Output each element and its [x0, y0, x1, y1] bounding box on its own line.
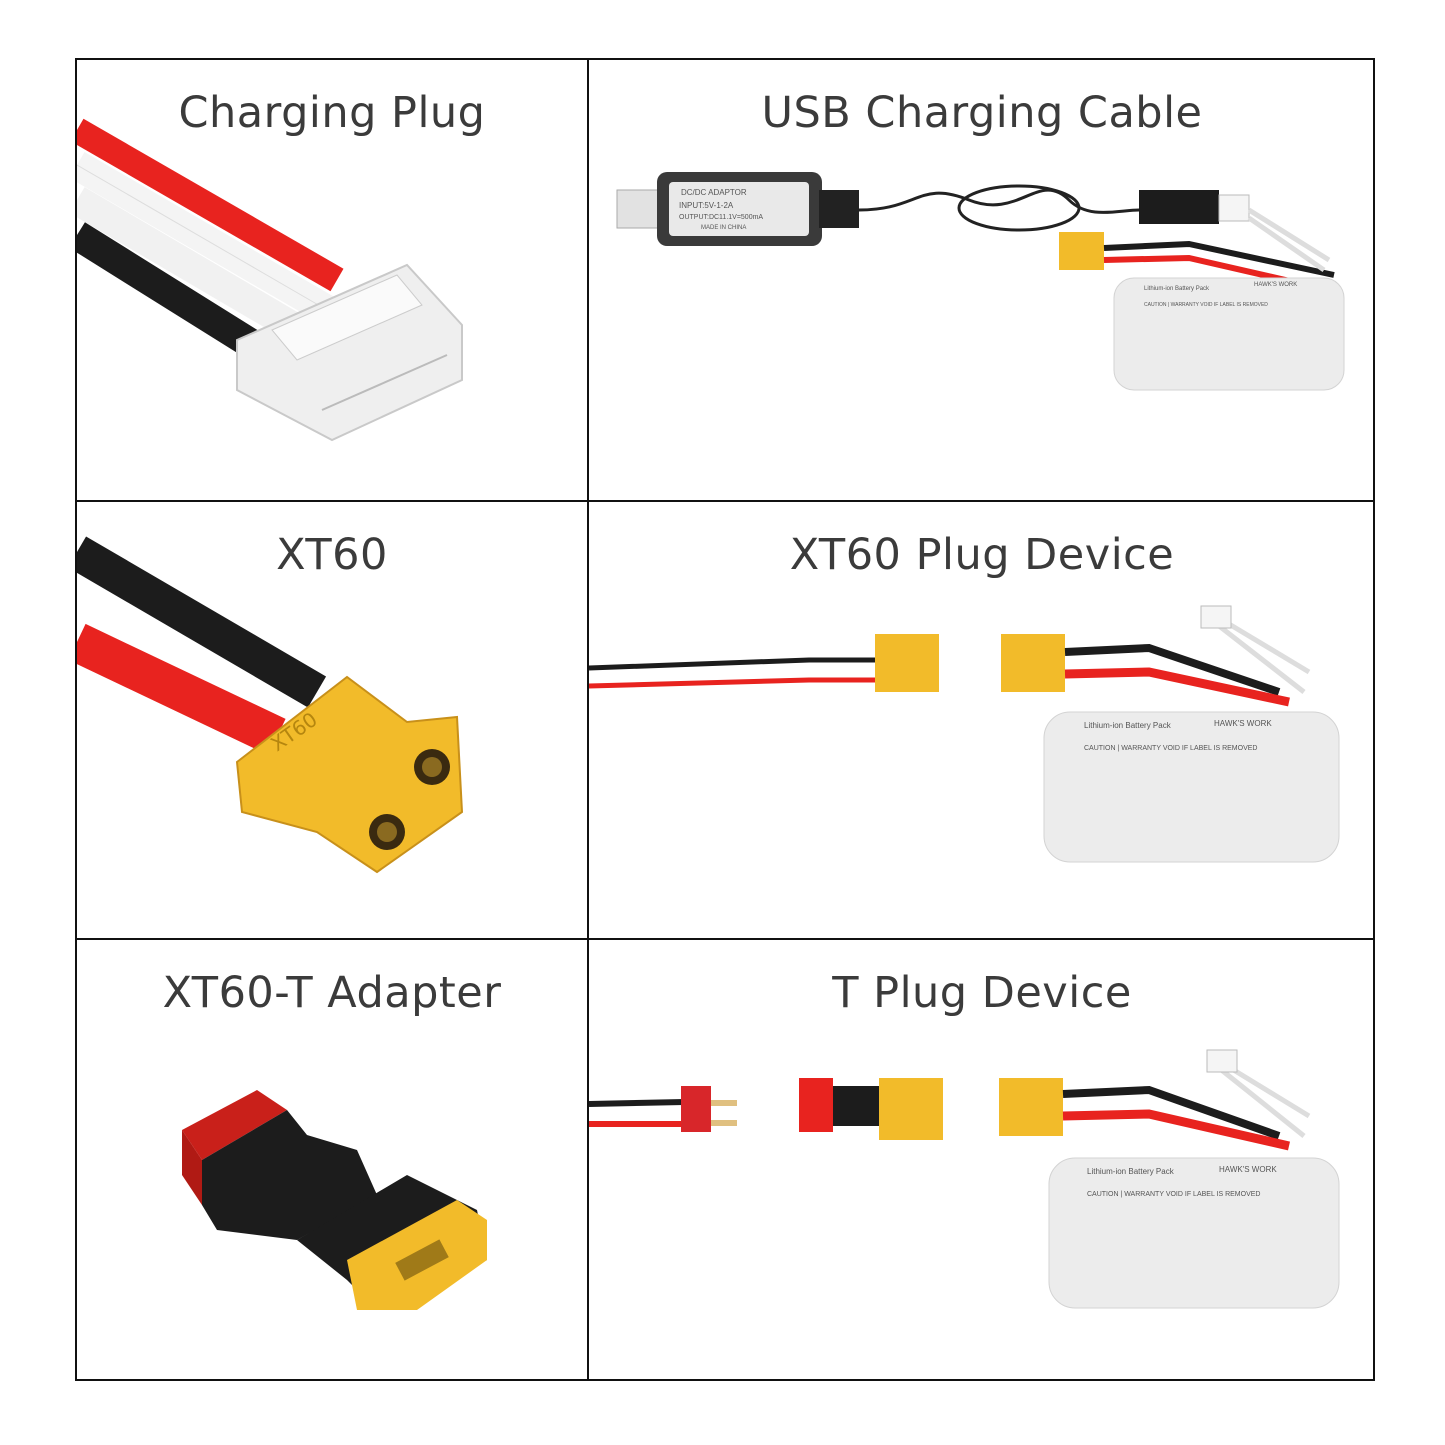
cell-title: USB Charging Cable: [761, 88, 1203, 138]
usb-cable-image: DC/DC ADAPTOR INPUT:5V-1-2A OUTPUT:DC11.…: [616, 172, 1345, 391]
battery-label-title: Lithium-ion Battery Pack: [1144, 286, 1210, 292]
battery-label-caution: CAUTION | WARRANTY VOID IF LABEL IS REMO…: [1084, 745, 1257, 752]
battery-label-brand: HAWK'S WORK: [1214, 719, 1272, 728]
cell-title: T Plug Device: [832, 968, 1132, 1018]
cell-title: Charging Plug: [178, 88, 486, 138]
cell-title: XT60: [276, 530, 388, 580]
xt60-plug-device-image: Lithium-ion Battery Pack HAWK'S WORK CAU…: [589, 605, 1340, 863]
cell-usb-charging-cable: DC/DC ADAPTOR INPUT:5V-1-2A OUTPUT:DC11.…: [589, 60, 1375, 500]
adaptor-brand-text: DC/DC ADAPTOR: [681, 188, 747, 197]
column-divider: [587, 60, 589, 1379]
cell-t-plug-device: Lithium-ion Battery Pack HAWK'S WORK CAU…: [589, 940, 1375, 1381]
charging-plug-image: [77, 118, 463, 442]
adaptor-output-text: OUTPUT:DC11.1V=500mA: [679, 214, 763, 221]
adaptor-origin-text: MADE IN CHINA: [701, 225, 746, 231]
battery-label-title: Lithium-ion Battery Pack: [1084, 721, 1172, 730]
product-grid: Charging Plug DC/DC ADAPTOR INPUT:5V-1-2…: [75, 58, 1375, 1381]
row-divider: [77, 500, 1373, 502]
battery-label-caution: CAUTION | WARRANTY VOID IF LABEL IS REMO…: [1087, 1191, 1260, 1198]
cell-xt60-plug-device: Lithium-ion Battery Pack HAWK'S WORK CAU…: [589, 502, 1375, 938]
row-divider: [77, 938, 1373, 940]
t-plug-device-image: Lithium-ion Battery Pack HAWK'S WORK CAU…: [589, 1049, 1340, 1309]
battery-label-brand: HAWK'S WORK: [1254, 282, 1297, 288]
xt60-connector-image: XT60: [77, 536, 464, 874]
cell-charging-plug: Charging Plug: [77, 60, 587, 500]
cell-title: XT60-T Adapter: [162, 968, 502, 1018]
cell-xt60: XT60 XT60: [77, 502, 587, 938]
battery-label-brand: HAWK'S WORK: [1219, 1165, 1277, 1174]
battery-label-caution: CAUTION | WARRANTY VOID IF LABEL IS REMO…: [1144, 302, 1268, 308]
adaptor-input-text: INPUT:5V-1-2A: [679, 201, 734, 210]
cell-xt60-t-adapter: XT60-T Adapter: [77, 940, 587, 1381]
battery-label-title: Lithium-ion Battery Pack: [1087, 1167, 1175, 1176]
cell-title: XT60 Plug Device: [789, 530, 1175, 580]
xt60-t-adapter-image: [182, 1090, 487, 1310]
